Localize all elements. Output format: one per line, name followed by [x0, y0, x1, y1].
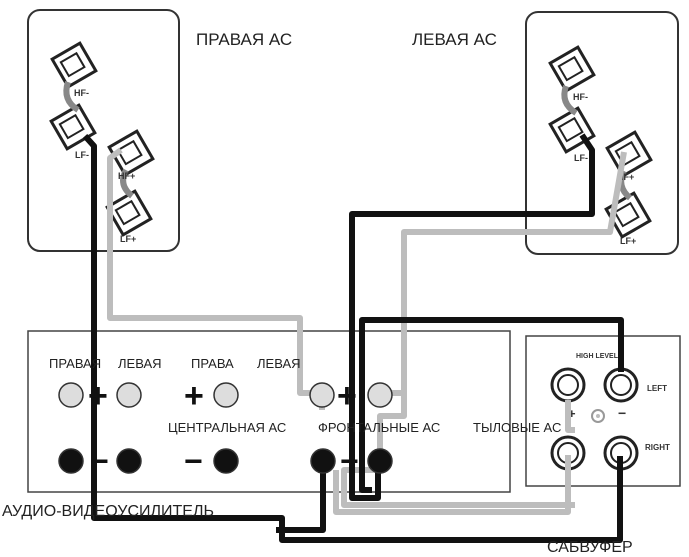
amplifier-label: АУДИО-ВИДЕОУСИЛИТЕЛЬ	[2, 503, 214, 520]
plus-sign: +	[88, 377, 108, 415]
amp-center-plus	[213, 382, 239, 408]
amp-front-minus-a	[310, 448, 336, 474]
sub-plus-label: +	[568, 406, 576, 421]
left-speaker-terminal-lf-plus	[604, 191, 652, 239]
plus-sign: +	[184, 377, 204, 415]
right-speaker-terminal-lf-plus	[105, 189, 153, 237]
amp-front-right-minus	[58, 448, 84, 474]
plus-sign: +	[337, 377, 357, 415]
front-label: ФРОНТАЛЬНЫЕ АС	[318, 420, 440, 435]
high-level-label: HIGH LEVEL	[576, 353, 619, 360]
amp-front-minus-b	[367, 448, 393, 474]
sub-left-minus-jack	[603, 367, 639, 403]
polarity-signs: + + + − − −	[88, 377, 359, 479]
sub-left-label: LEFT	[647, 384, 667, 393]
amp-front-right-plus	[58, 382, 84, 408]
amp-front-plus-a	[309, 382, 335, 408]
left-lf-minus-label: LF-	[574, 153, 588, 163]
minus-sign: −	[90, 443, 109, 479]
center-label: ЦЕНТРАЛЬНАЯ АС	[168, 420, 286, 435]
amp-label-right2: ПРАВА	[191, 356, 234, 371]
minus-sign: −	[340, 443, 359, 479]
sub-right-label: RIGHT	[645, 443, 670, 452]
amp-label-left2: ЛЕВАЯ	[257, 356, 301, 371]
rear-label: ТЫЛОВЫЕ АС	[473, 420, 561, 435]
amp-label-right: ПРАВАЯ	[49, 356, 101, 371]
left-speaker-terminal-hf-plus	[605, 130, 653, 178]
amp-center-minus	[213, 448, 239, 474]
right-lf-plus-label: LF+	[120, 234, 136, 244]
left-lf-plus-label: LF+	[620, 236, 636, 246]
right-hf-plus-label: HF+	[118, 171, 135, 181]
negative-wires	[82, 133, 624, 543]
right-hf-minus-label: HF-	[74, 88, 89, 98]
right-speaker-terminal-hf-minus	[50, 41, 98, 89]
sub-left-plus-jack	[550, 367, 586, 403]
right-speaker-title: ПРАВАЯ АС	[196, 30, 292, 49]
amplifier-terminals	[58, 382, 393, 474]
minus-sign: −	[184, 443, 203, 479]
subwoofer-panel: HIGH LEVEL LEFT RIGHT + −	[525, 335, 681, 487]
left-speaker-title: ЛЕВАЯ АС	[412, 30, 497, 49]
amp-label-left: ЛЕВАЯ	[118, 356, 162, 371]
amp-front-left-minus	[116, 448, 142, 474]
left-hf-plus-label: HF+	[617, 172, 634, 182]
left-hf-minus-label: HF-	[573, 92, 588, 102]
right-speaker-terminal-hf-plus	[107, 129, 155, 177]
left-speaker-terminal-hf-minus	[548, 45, 596, 93]
sub-minus-label: −	[618, 405, 626, 421]
right-speaker: HF- LF- HF+ LF+	[27, 9, 180, 252]
right-lf-minus-label: LF-	[75, 150, 89, 160]
left-speaker: HF- LF- HF+ LF+	[525, 11, 679, 255]
amp-front-left-plus	[116, 382, 142, 408]
amp-front-plus-b	[367, 382, 393, 408]
subwoofer-label: САБВУФЕР	[547, 539, 633, 556]
amplifier-box	[27, 330, 511, 493]
